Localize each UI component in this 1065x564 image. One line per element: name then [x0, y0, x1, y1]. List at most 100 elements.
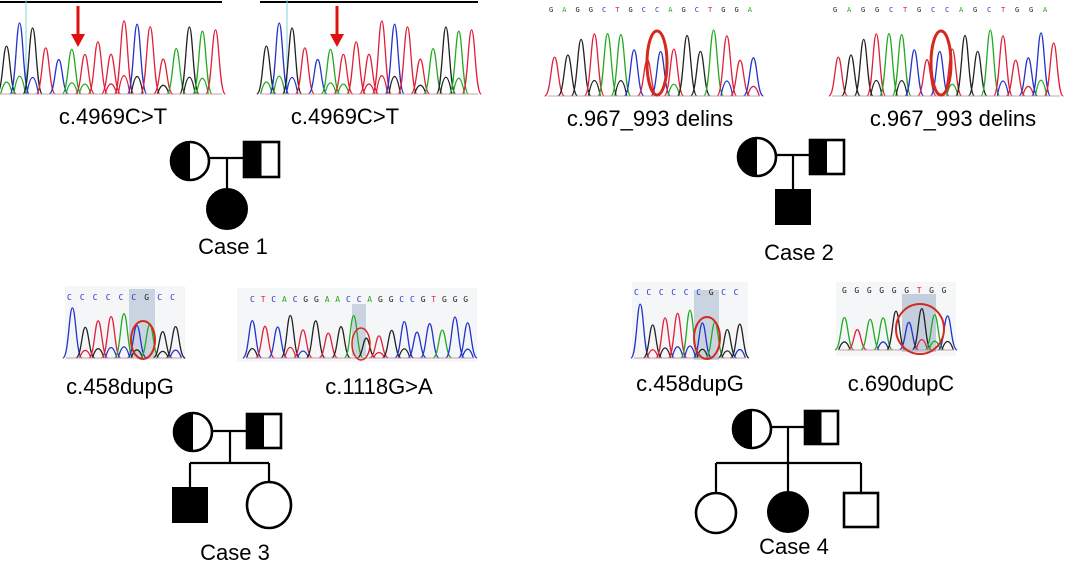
trace-peak [87, 320, 109, 359]
trace-peak [381, 329, 402, 359]
trace-peak-minor [259, 81, 273, 95]
trace-peak [268, 22, 290, 95]
trace-peak-minor [117, 346, 131, 359]
trace-peak [1043, 42, 1064, 97]
case-1-chromatogram-right [256, 0, 482, 95]
trace-peak [9, 22, 31, 95]
trace-peak-minor [104, 346, 118, 359]
trace-peak [371, 20, 393, 95]
trace-peak-minor [452, 77, 466, 95]
trace-peak [100, 53, 122, 95]
trace-peak [860, 318, 881, 351]
trace-peak-minor [996, 80, 1010, 97]
trace-peak-minor [895, 80, 909, 97]
trace-peak [878, 33, 900, 97]
trace-peak [642, 324, 663, 359]
trace-peak-minor [733, 348, 747, 359]
case-4-pedigree [694, 408, 880, 535]
trace-peak [1005, 59, 1026, 97]
trace-peak [853, 38, 874, 97]
trace-peak [22, 27, 44, 95]
trace-peak [885, 310, 907, 351]
trace-peak-minor [283, 346, 297, 359]
trace-peak-minor [169, 349, 183, 359]
trace-peak [191, 30, 213, 95]
variant-caption: c.4969C>T [291, 104, 399, 129]
trace-peak [866, 33, 887, 97]
trace-peak [992, 35, 1014, 97]
trace-peak-minor [667, 83, 681, 97]
case-1-chromatogram-left [0, 0, 226, 95]
trace-peak [703, 29, 725, 97]
trace-peak [126, 23, 148, 95]
trace-peak-minor [928, 340, 942, 351]
trace-peak [742, 57, 764, 97]
trace-peak [834, 316, 855, 351]
trace-peak [583, 33, 605, 97]
trace-peak [448, 30, 470, 95]
trace-peak [544, 56, 566, 97]
trace-peak [397, 26, 418, 95]
trace-peak [967, 50, 988, 97]
trace-peak-minor [0, 81, 14, 95]
trace-peak-minor [720, 80, 734, 97]
trace-peak [1030, 32, 1052, 97]
variant-caption: c.4969C>T [59, 104, 167, 129]
trace-peak [356, 337, 377, 359]
trace-peak [435, 26, 457, 95]
trace-peak [384, 23, 405, 95]
trace-peak-minor [915, 339, 929, 351]
trace-peak [281, 27, 303, 95]
trace-peak-minor [683, 345, 697, 359]
trace-peak-minor [587, 79, 601, 97]
trace-peak [717, 328, 738, 359]
trace-peak [369, 335, 389, 359]
trace-peak [630, 303, 651, 359]
trace-peak [320, 48, 341, 95]
trace-peak-minor [272, 75, 286, 95]
trace-peak-minor [195, 77, 209, 95]
variant-caption: c.458dupG [636, 371, 744, 396]
trace-peak [255, 325, 275, 359]
trace-peak [419, 323, 440, 359]
trace-peak [305, 320, 326, 359]
trace-peak [570, 38, 592, 97]
trace-peak-minor [375, 75, 389, 95]
trace-peak-minor [324, 82, 337, 95]
trace-peak [394, 320, 415, 359]
case-1-pedigree [169, 140, 281, 230]
trace-peak [729, 59, 751, 97]
trace-peak-minor [837, 341, 851, 351]
trace-peak [891, 33, 912, 97]
case-3-pedigree [172, 411, 293, 530]
trace-peak [256, 45, 277, 95]
trace-peak-minor [397, 348, 411, 359]
trace-peak [904, 49, 925, 97]
trace-peak-minor [696, 348, 709, 359]
trace-peak-minor [461, 348, 475, 359]
trace-peak-minor [614, 80, 628, 97]
trace-peak [610, 33, 632, 97]
trace-peak [840, 54, 862, 97]
variant-caption: c.458dupG [66, 374, 174, 399]
case-2-pedigree [736, 136, 846, 225]
trace-peak [152, 330, 173, 359]
trace-peak [242, 319, 263, 359]
trace-peak [729, 323, 750, 359]
trace-peak [667, 312, 688, 359]
trace-peak [0, 45, 17, 95]
trace-peak [307, 58, 328, 95]
trace-peak-minor [130, 75, 144, 95]
trace-peak-minor [117, 75, 131, 95]
trace-peak [87, 41, 109, 95]
trace-peak [689, 50, 711, 97]
trace-peak-minor [26, 76, 40, 95]
trace-peak [663, 48, 685, 97]
